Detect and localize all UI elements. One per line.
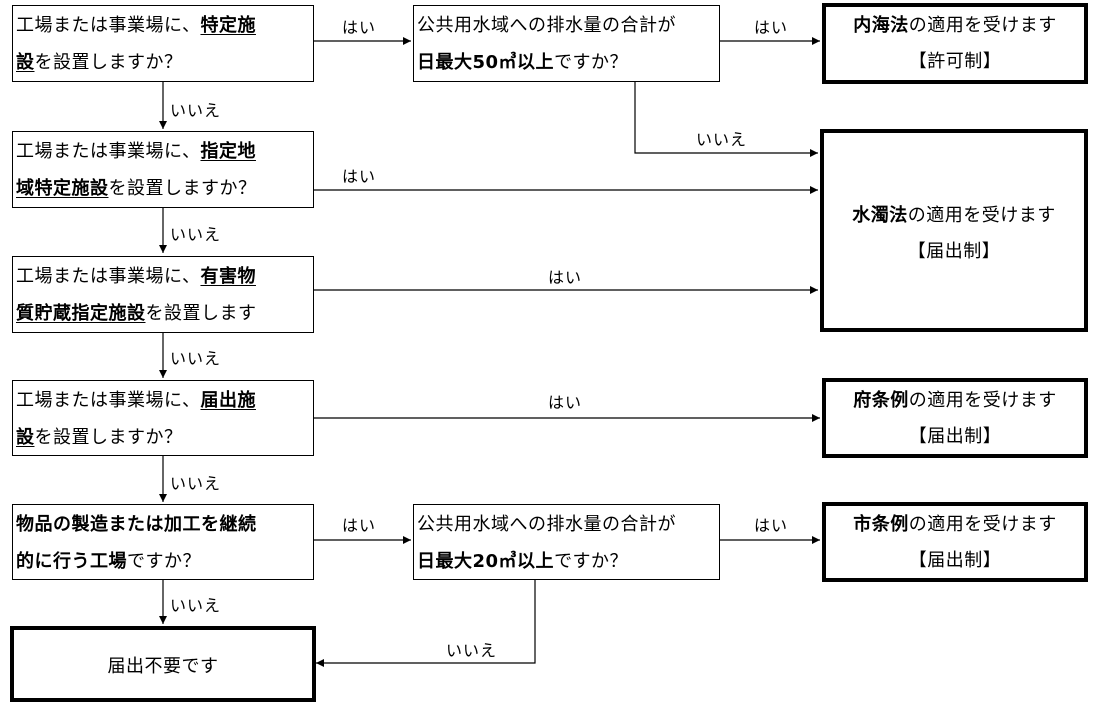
label-q1-no: いいえ (170, 101, 222, 120)
result-city-ordinance: 市条例の適用を受けます 【届出制】 (822, 502, 1088, 582)
question-discharge-50: 公共用水域への排水量の合計が 日最大50㎥以上ですか？ (413, 5, 720, 82)
result-prefectural-ordinance: 府条例の適用を受けます 【届出制】 (822, 378, 1088, 458)
arrow-v20-no (316, 580, 536, 667)
label-q3-no: いいえ (170, 349, 222, 368)
question-hazardous-storage-facility: 工場または事業場に、有害物 質貯蔵指定施設を設置します (12, 256, 314, 333)
label-v50-no: いいえ (696, 130, 748, 149)
label-q4-yes: はい (548, 393, 583, 412)
result-water-pollution-law: 水濁法の適用を受けます 【届出制】 (820, 129, 1088, 332)
label-q5-yes: はい (342, 516, 377, 535)
label-v20-yes: はい (754, 516, 789, 535)
result-no-notification: 届出不要です (10, 626, 316, 702)
question-discharge-20: 公共用水域への排水量の合計が 日最大20㎥以上ですか？ (413, 504, 720, 580)
label-v20-no: いいえ (446, 641, 498, 660)
question-specified-facility: 工場または事業場に、特定施 設を設置しますか？ (12, 5, 314, 82)
label-v50-yes: はい (754, 18, 789, 37)
question-manufacturing-factory: 物品の製造または加工を継続 的に行う工場ですか？ (12, 504, 314, 580)
label-q2-yes: はい (342, 167, 377, 186)
result-inland-sea-law: 内海法の適用を受けます 【許可制】 (822, 3, 1088, 84)
label-q4-no: いいえ (170, 474, 222, 493)
arrow-v50-no (634, 82, 818, 157)
label-q5-no: いいえ (170, 596, 222, 615)
label-q3-yes: はい (548, 268, 583, 287)
question-notification-facility: 工場または事業場に、届出施 設を設置しますか？ (12, 380, 314, 456)
question-designated-area-facility: 工場または事業場に、指定地 域特定施設を設置しますか？ (12, 131, 314, 208)
label-q1-yes: はい (342, 18, 377, 37)
label-q2-no: いいえ (170, 225, 222, 244)
